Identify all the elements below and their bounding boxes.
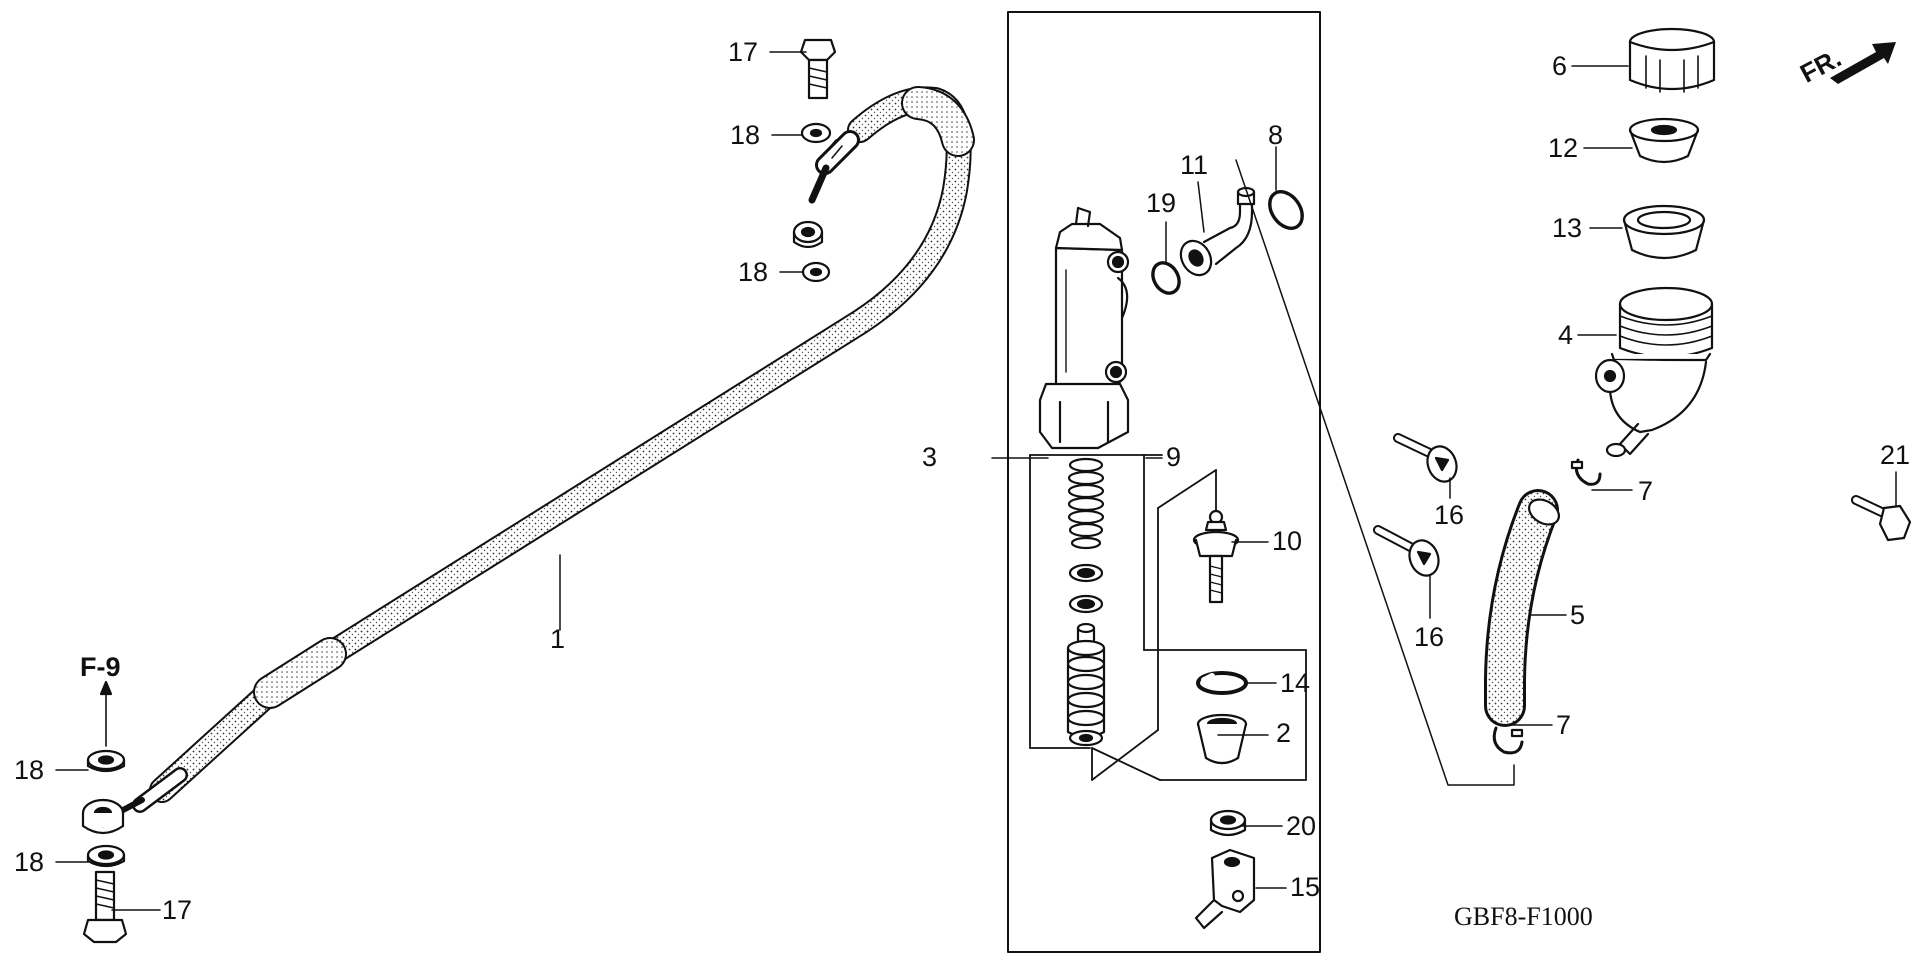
hose-clip-upper (1570, 458, 1602, 486)
callout-11: 11 (1180, 150, 1209, 180)
callout-12: 12 (1548, 133, 1579, 163)
callout-5: 5 (1570, 600, 1586, 630)
callout-19: 19 (1146, 188, 1177, 218)
callout-13: 13 (1552, 213, 1583, 243)
reservoir-bolt-lower (1373, 525, 1440, 577)
push-rod-joint (1194, 848, 1256, 930)
piston-spring (1067, 457, 1105, 550)
callout-10: 10 (1272, 526, 1303, 556)
reservoir-bolt-upper (1393, 433, 1458, 483)
leader-lines (55, 51, 1897, 911)
callout-14: 14 (1280, 668, 1311, 698)
reservoir-cap (1628, 27, 1716, 93)
joint-clip (1268, 190, 1304, 230)
callout-17-upper: 17 (728, 37, 759, 67)
reservoir-diaphragm (1622, 204, 1706, 260)
banjo-bolt-17-upper (799, 38, 837, 100)
callout-9: 9 (1166, 442, 1182, 472)
joint-nut (1209, 809, 1247, 837)
circlip (1196, 671, 1248, 695)
callout-20: 20 (1286, 811, 1317, 841)
hose-clip-lower (1492, 726, 1524, 755)
callout-18-lower-2: 18 (14, 847, 45, 877)
washer-18-upper-2 (801, 261, 831, 283)
callout-16-lower: 16 (1414, 622, 1445, 652)
washer-18-lower-2 (86, 844, 126, 868)
callout-21: 21 (1880, 440, 1911, 470)
callout-7-lower: 7 (1556, 710, 1572, 740)
callout-1: 1 (550, 624, 566, 654)
banjo-bolt-17-lower (82, 870, 128, 944)
piston-kit-bracket (1029, 454, 1307, 781)
reservoir (1594, 286, 1714, 458)
callout-7-upper: 7 (1638, 476, 1654, 506)
o-ring (1151, 261, 1181, 295)
upper-banjo-fitting (792, 220, 824, 249)
piston-cup-1 (1068, 563, 1104, 583)
flange-bolt (1851, 495, 1912, 542)
callout-6: 6 (1552, 51, 1568, 81)
callout-15: 15 (1290, 872, 1321, 902)
washer-18-upper-1 (800, 122, 832, 144)
callout-2: 2 (1276, 718, 1292, 748)
brake-hose (105, 86, 975, 821)
callout-16-upper: 16 (1434, 500, 1465, 530)
boot (1196, 713, 1248, 765)
reservoir-hose (1484, 489, 1561, 727)
callout-8: 8 (1268, 120, 1284, 150)
hose-joint (1179, 186, 1256, 277)
push-rod (1192, 509, 1240, 604)
piston (1066, 622, 1106, 747)
callout-3: 3 (922, 442, 938, 472)
callout-18-lower-1: 18 (14, 755, 45, 785)
washer-18-lower-1 (86, 749, 126, 773)
master-cylinder-body (1038, 206, 1130, 450)
lower-banjo-fitting (81, 798, 125, 835)
callout-4: 4 (1558, 320, 1574, 350)
reference-label: F-9 (80, 652, 121, 682)
callout-18-upper-2: 18 (738, 257, 769, 287)
front-direction-arrow-icon (1830, 42, 1896, 84)
master-cylinder-group-outline (1007, 11, 1321, 953)
callout-18-upper-1: 18 (730, 120, 761, 150)
callout-17-lower: 17 (162, 895, 193, 925)
reservoir-plate (1628, 117, 1700, 164)
diagram-code: GBF8-F1000 (1454, 902, 1593, 931)
piston-cup-2 (1068, 594, 1104, 614)
